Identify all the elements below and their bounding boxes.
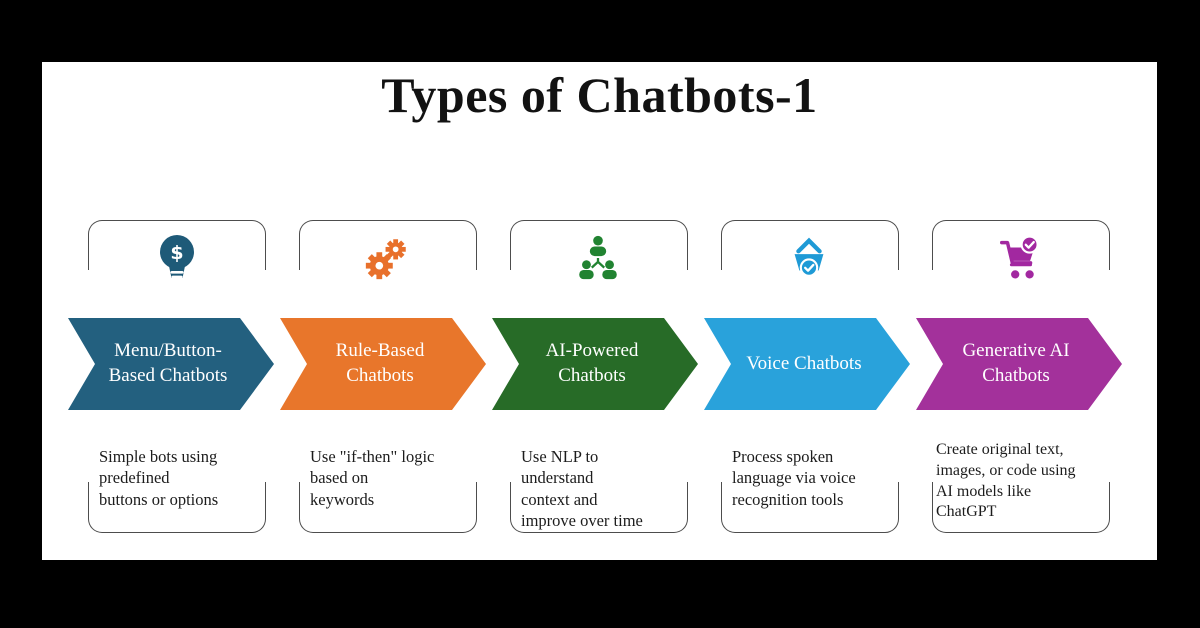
card-bottom-border: [299, 482, 477, 533]
chatbot-type-column: Process spoken language via voice recogn…: [721, 220, 899, 533]
chatbot-type-column: Use NLP to understand context and improv…: [510, 220, 688, 533]
basket-check-icon: [784, 233, 836, 291]
chatbot-type-arrow: Rule-Based Chatbots: [280, 318, 486, 410]
card-bottom-border: [721, 482, 899, 533]
card-top-border: [721, 220, 899, 270]
chatbot-type-arrow: Generative AI Chatbots: [916, 318, 1122, 410]
chatbot-description: Create original text, images, or code us…: [936, 441, 1076, 521]
chatbot-type-arrow: Menu/Button- Based Chatbots: [68, 318, 274, 410]
chatbot-description: Process spoken language via voice recogn…: [732, 447, 856, 509]
chatbot-type-label: Rule-Based Chatbots: [335, 340, 425, 386]
chatbot-type-column: Create original text, images, or code us…: [932, 220, 1110, 533]
chatbot-type-label: Voice Chatbots: [746, 352, 862, 374]
dollar-bulb-icon: $: [151, 233, 203, 291]
team-hierarchy-icon: [573, 233, 625, 291]
chatbot-type-label: Menu/Button- Based Chatbots: [108, 340, 228, 386]
card-top-border: [299, 220, 477, 270]
chatbot-description: Use "if-then" logic based on keywords: [310, 447, 435, 509]
cart-check-icon: [995, 233, 1047, 291]
chatbot-type-column: Use "if-then" logic based on keywords: [299, 220, 477, 533]
chatbot-type-label: Generative AI Chatbots: [962, 340, 1070, 386]
slide-panel: Types of Chatbots-1 $ Simple bots using …: [42, 62, 1157, 560]
card-bottom-border: [932, 482, 1110, 533]
chatbot-description: Simple bots using predefined buttons or …: [99, 447, 219, 509]
card-top-border: [510, 220, 688, 270]
card-bottom-border: [88, 482, 266, 533]
svg-text:$: $: [170, 242, 183, 264]
chatbot-type-arrow: AI-Powered Chatbots: [492, 318, 698, 410]
card-bottom-border: [510, 482, 688, 533]
chatbot-type-column: $ Simple bots using predefined buttons o…: [88, 220, 266, 533]
gears-icon: [362, 233, 414, 291]
card-top-border: [932, 220, 1110, 270]
card-top-border: [88, 220, 266, 270]
chatbot-type-label: AI-Powered Chatbots: [545, 340, 639, 386]
chatbot-description: Use NLP to understand context and improv…: [521, 447, 643, 531]
chatbot-type-arrow: Voice Chatbots: [704, 318, 910, 410]
slide-title: Types of Chatbots-1: [381, 67, 818, 123]
